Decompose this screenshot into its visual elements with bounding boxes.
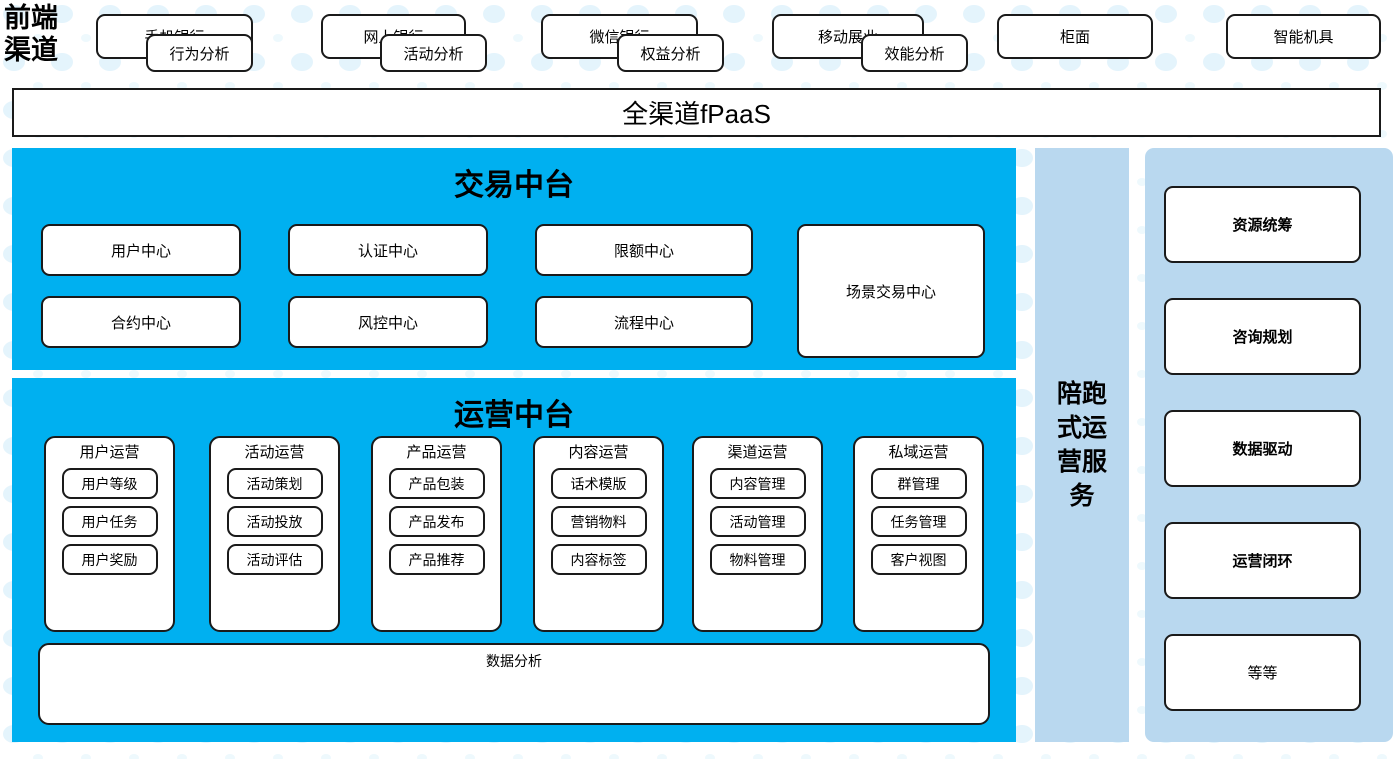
trade-center-title: 交易中台 (454, 169, 574, 202)
data-analysis-item-1[interactable]: 行为分析 (146, 34, 253, 72)
ops-item-2-1[interactable]: 活动策划 (226, 468, 323, 499)
ops-item-2-2[interactable]: 活动投放 (226, 506, 323, 537)
channel-box-5[interactable]: 柜面 (997, 14, 1153, 59)
accompany-operation-service-column[interactable]: 陪跑式运营服务 (1035, 148, 1129, 742)
data-analysis-group: 数据分析 (38, 643, 990, 725)
ops-item-5-3[interactable]: 物料管理 (709, 544, 806, 575)
omnichannel-fpaas-bar[interactable]: 全渠道fPaaS (12, 88, 1381, 137)
ops-item-6-2[interactable]: 任务管理 (870, 506, 967, 537)
trade-center-item-1[interactable]: 用户中心 (41, 224, 241, 276)
ops-item-1-2[interactable]: 用户任务 (61, 506, 158, 537)
frontend-channel-label: 前端 渠道 (4, 2, 90, 68)
ops-column-6: 私域运营群管理任务管理客户视图 (853, 436, 984, 632)
service-capability-item-3[interactable]: 数据驱动 (1164, 410, 1361, 487)
ops-item-3-2[interactable]: 产品发布 (388, 506, 485, 537)
ops-item-5-1[interactable]: 内容管理 (709, 468, 806, 499)
ops-item-1-1[interactable]: 用户等级 (61, 468, 158, 499)
ops-center-title: 运营中台 (454, 399, 574, 432)
trade-center-item-2[interactable]: 认证中心 (288, 224, 488, 276)
ops-column-title-1: 用户运营 (79, 444, 140, 461)
trade-center-item-6[interactable]: 流程中心 (535, 296, 753, 348)
ops-column-5: 渠道运营内容管理活动管理物料管理 (692, 436, 823, 632)
ops-column-3: 产品运营产品包装产品发布产品推荐 (371, 436, 502, 632)
ops-column-title-2: 活动运营 (244, 444, 305, 461)
data-analysis-title: 数据分析 (486, 653, 542, 669)
scene-trade-center-box[interactable]: 场景交易中心 (797, 224, 985, 358)
ops-column-title-4: 内容运营 (568, 444, 629, 461)
accompany-operation-service-label: 陪跑式运营服务 (1056, 380, 1107, 510)
ops-column-title-6: 私域运营 (888, 444, 949, 461)
ops-column-2: 活动运营活动策划活动投放活动评估 (209, 436, 340, 632)
trade-center-item-5[interactable]: 风控中心 (288, 296, 488, 348)
service-capability-item-5[interactable]: 等等 (1164, 634, 1361, 711)
data-analysis-item-2[interactable]: 活动分析 (380, 34, 487, 72)
ops-column-title-3: 产品运营 (406, 444, 467, 461)
ops-column-1: 用户运营用户等级用户任务用户奖励 (44, 436, 175, 632)
trade-center-item-3[interactable]: 限额中心 (535, 224, 753, 276)
service-capability-item-1[interactable]: 资源统筹 (1164, 186, 1361, 263)
trade-center-item-4[interactable]: 合约中心 (41, 296, 241, 348)
ops-item-5-2[interactable]: 活动管理 (709, 506, 806, 537)
frontend-channel-label-line1: 前端 (4, 3, 58, 33)
ops-item-3-3[interactable]: 产品推荐 (388, 544, 485, 575)
ops-item-3-1[interactable]: 产品包装 (388, 468, 485, 499)
channel-box-6[interactable]: 智能机具 (1226, 14, 1381, 59)
data-analysis-item-4[interactable]: 效能分析 (861, 34, 968, 72)
data-analysis-item-3[interactable]: 权益分析 (617, 34, 724, 72)
ops-item-6-1[interactable]: 群管理 (870, 468, 967, 499)
ops-column-4: 内容运营话术模版营销物料内容标签 (533, 436, 664, 632)
ops-item-4-1[interactable]: 话术模版 (550, 468, 647, 499)
service-capability-panel: 资源统筹咨询规划数据驱动运营闭环等等 (1145, 148, 1393, 742)
ops-item-4-3[interactable]: 内容标签 (550, 544, 647, 575)
service-capability-item-4[interactable]: 运营闭环 (1164, 522, 1361, 599)
service-capability-item-2[interactable]: 咨询规划 (1164, 298, 1361, 375)
ops-item-1-3[interactable]: 用户奖励 (61, 544, 158, 575)
ops-column-title-5: 渠道运营 (727, 444, 788, 461)
ops-item-2-3[interactable]: 活动评估 (226, 544, 323, 575)
ops-item-6-3[interactable]: 客户视图 (870, 544, 967, 575)
frontend-channel-label-line2: 渠道 (4, 35, 58, 65)
ops-item-4-2[interactable]: 营销物料 (550, 506, 647, 537)
